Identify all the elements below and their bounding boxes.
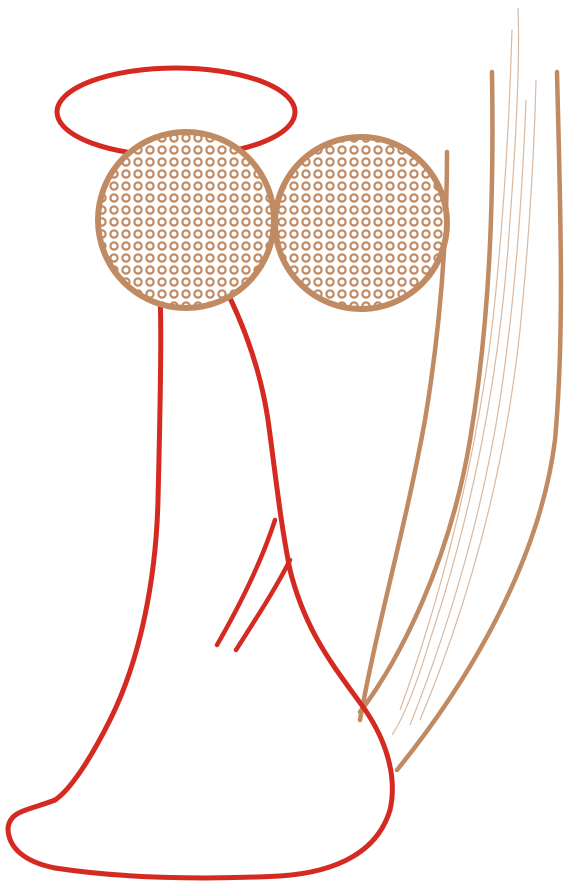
parallel-line-1: [217, 520, 275, 645]
foot-outline-path: [8, 298, 392, 878]
textured-circle-right: [275, 137, 447, 309]
foot-outline: [8, 298, 392, 878]
fiber-line-2: [400, 30, 512, 710]
parallel-line-2: [236, 560, 290, 650]
textured-circle-left: [98, 132, 274, 308]
parallel-lines: [217, 520, 290, 650]
